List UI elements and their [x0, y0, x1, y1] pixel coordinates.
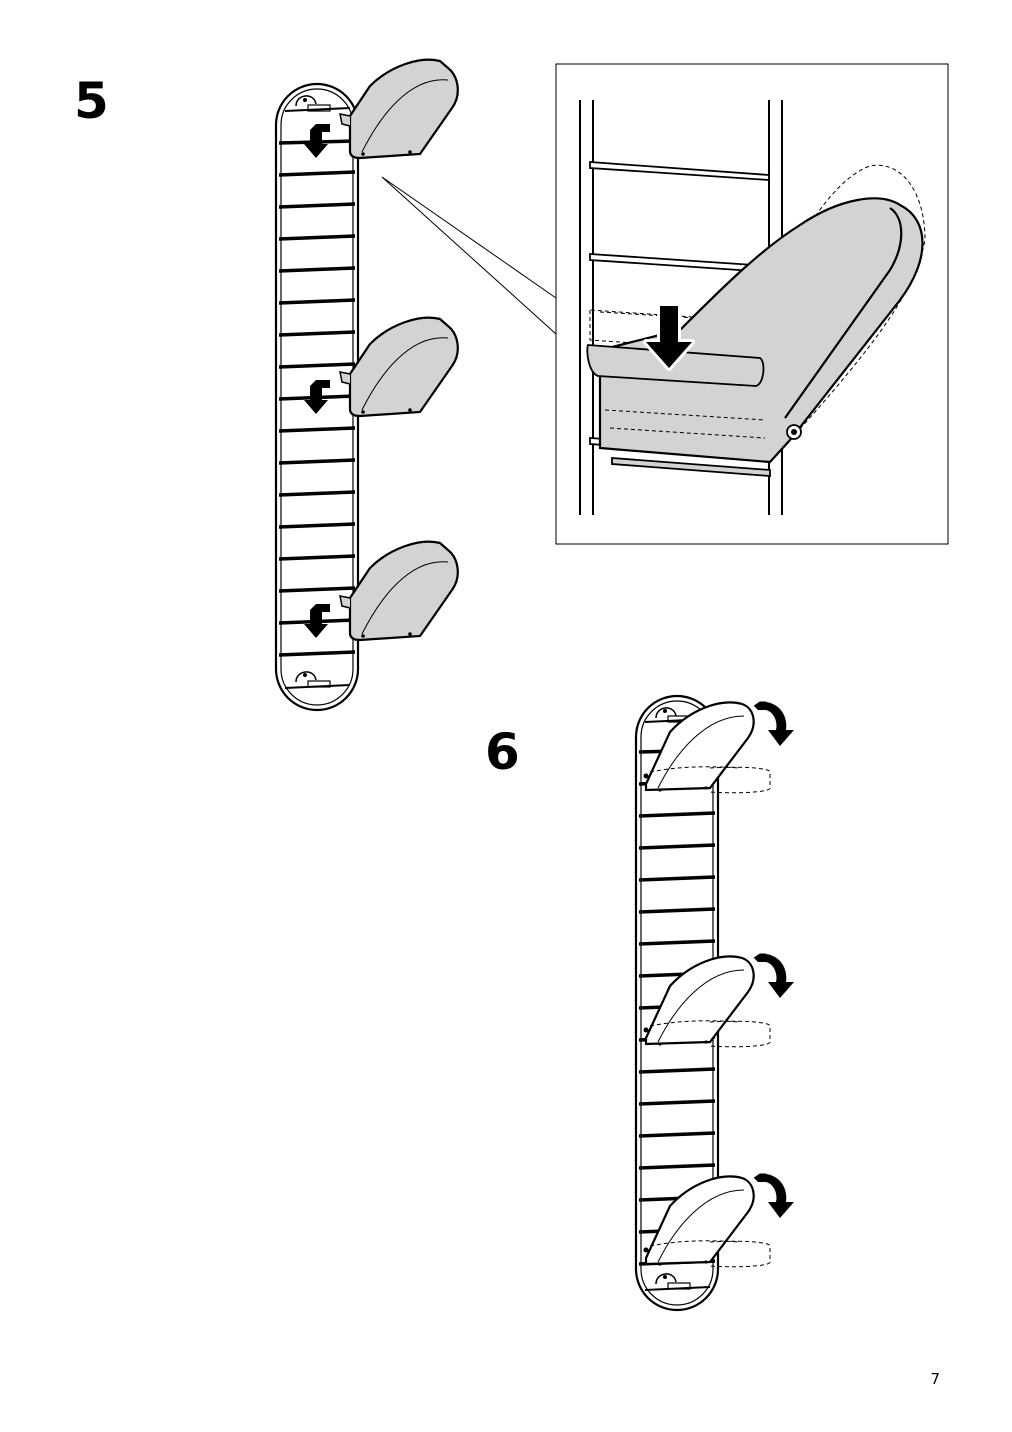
wall-fixing-bottom: [644, 1273, 711, 1291]
detail-callout-box: [555, 63, 949, 545]
step-number-6: 6: [485, 723, 520, 781]
step6-rack: [634, 694, 795, 1312]
page-number: 7: [930, 1370, 940, 1388]
shoe-holder-1: [338, 58, 459, 160]
rotate-arrow-icon: [753, 1173, 795, 1219]
step5-rack: [274, 58, 459, 712]
wall-fixing-top: [284, 95, 351, 112]
rotate-arrow-icon: [753, 953, 795, 999]
step-number-5: 5: [74, 72, 109, 130]
callout-lines: [381, 176, 557, 335]
down-arrow-icon: [643, 303, 695, 371]
rotate-arrow-icon: [753, 701, 795, 747]
wall-fixing-bottom: [284, 671, 351, 689]
